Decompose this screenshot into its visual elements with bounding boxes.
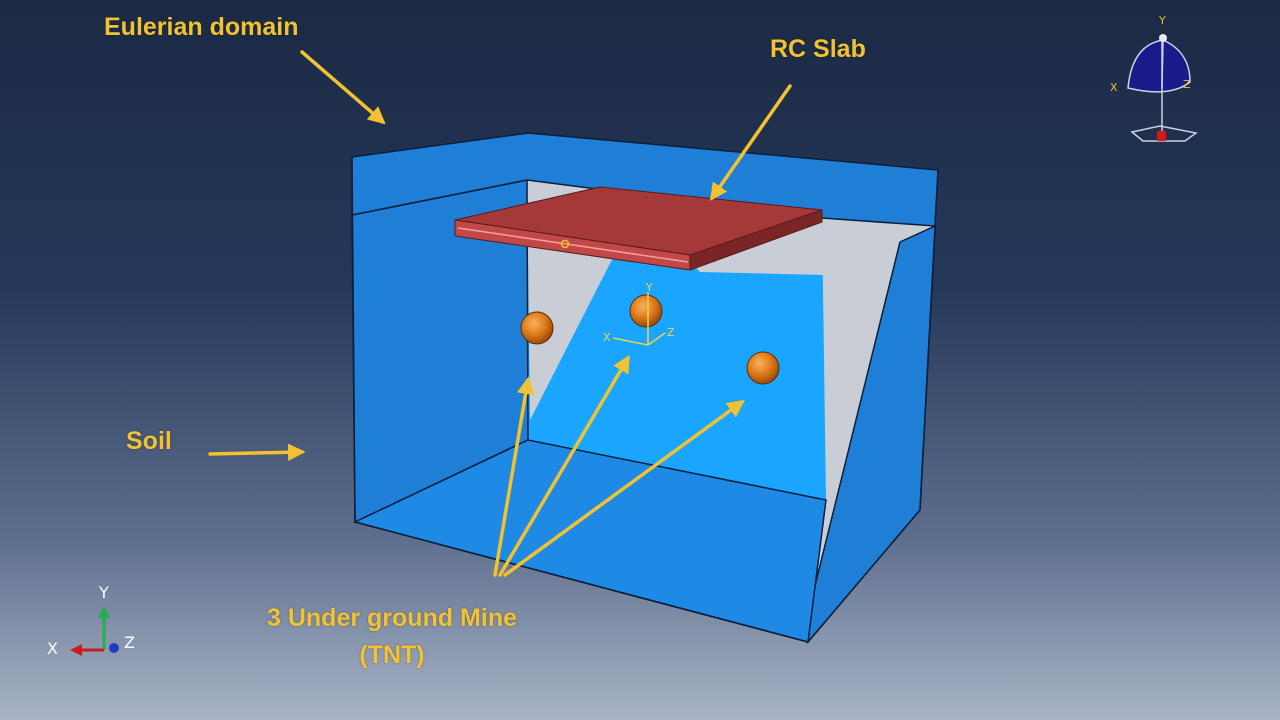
mine-label-line1: 3 Under ground Mine (267, 604, 517, 632)
global-triad-x-label: X (47, 639, 58, 658)
view-widget-z-label: Z (1183, 78, 1191, 91)
mine-arrow-right (503, 399, 745, 577)
view-widget-base (1130, 125, 1198, 142)
rc-slab-arrow (709, 84, 792, 201)
local-csys-axis-z (647, 332, 666, 346)
view-orientation-widget[interactable] (1127, 34, 1198, 142)
view-widget-x-label: X (1110, 81, 1118, 94)
mine-right (746, 351, 780, 385)
view-widget-y-label: Y (1158, 14, 1166, 27)
local-csys-z-label: Z (667, 326, 675, 339)
rc-slab-label: RC Slab (770, 35, 866, 63)
eulerian-domain-label: Eulerian domain (104, 13, 299, 41)
global-triad-z-label: Z (124, 633, 135, 652)
eulerian-top-band (351, 132, 939, 227)
view-widget-origin-marker (1157, 131, 1166, 141)
local-csys-y-label: Y (645, 281, 653, 294)
view-widget-pivot (1159, 34, 1167, 42)
global-axis-x-head (70, 644, 82, 656)
soil-label: Soil (126, 427, 172, 455)
soil-inner-slab-shade (690, 222, 824, 275)
global-triad-y-label: Y (98, 583, 109, 602)
rc-slab-edge-highlight (457, 227, 689, 263)
mine-arrow-left (493, 376, 535, 577)
local-csys-x-label: X (603, 331, 611, 344)
soil-inner-right-face (809, 218, 935, 610)
mine-label-line2: (TNT) (359, 641, 425, 669)
callout-arrows (208, 50, 792, 577)
mine-center (629, 294, 663, 328)
mine-label: 3 Under ground Mine (TNT) (252, 600, 532, 674)
soil-arrow (208, 443, 306, 462)
mines (520, 294, 780, 385)
global-csys-triad (70, 606, 119, 656)
local-csys-triad (612, 292, 666, 346)
view-widget-dome (1127, 39, 1191, 93)
global-axis-y-head (98, 606, 110, 618)
soil-box (351, 132, 939, 645)
soil-box-edges (351, 156, 939, 643)
rc-slab (454, 186, 823, 271)
mine-arrow-center (498, 354, 630, 577)
local-csys-axis-x (612, 337, 649, 346)
global-axis-z (109, 643, 119, 653)
rc-slab-reference-point (560, 239, 570, 249)
eulerian-arrow (300, 50, 386, 125)
mine-left (520, 311, 554, 345)
rc-slab-side-edge (689, 209, 823, 271)
